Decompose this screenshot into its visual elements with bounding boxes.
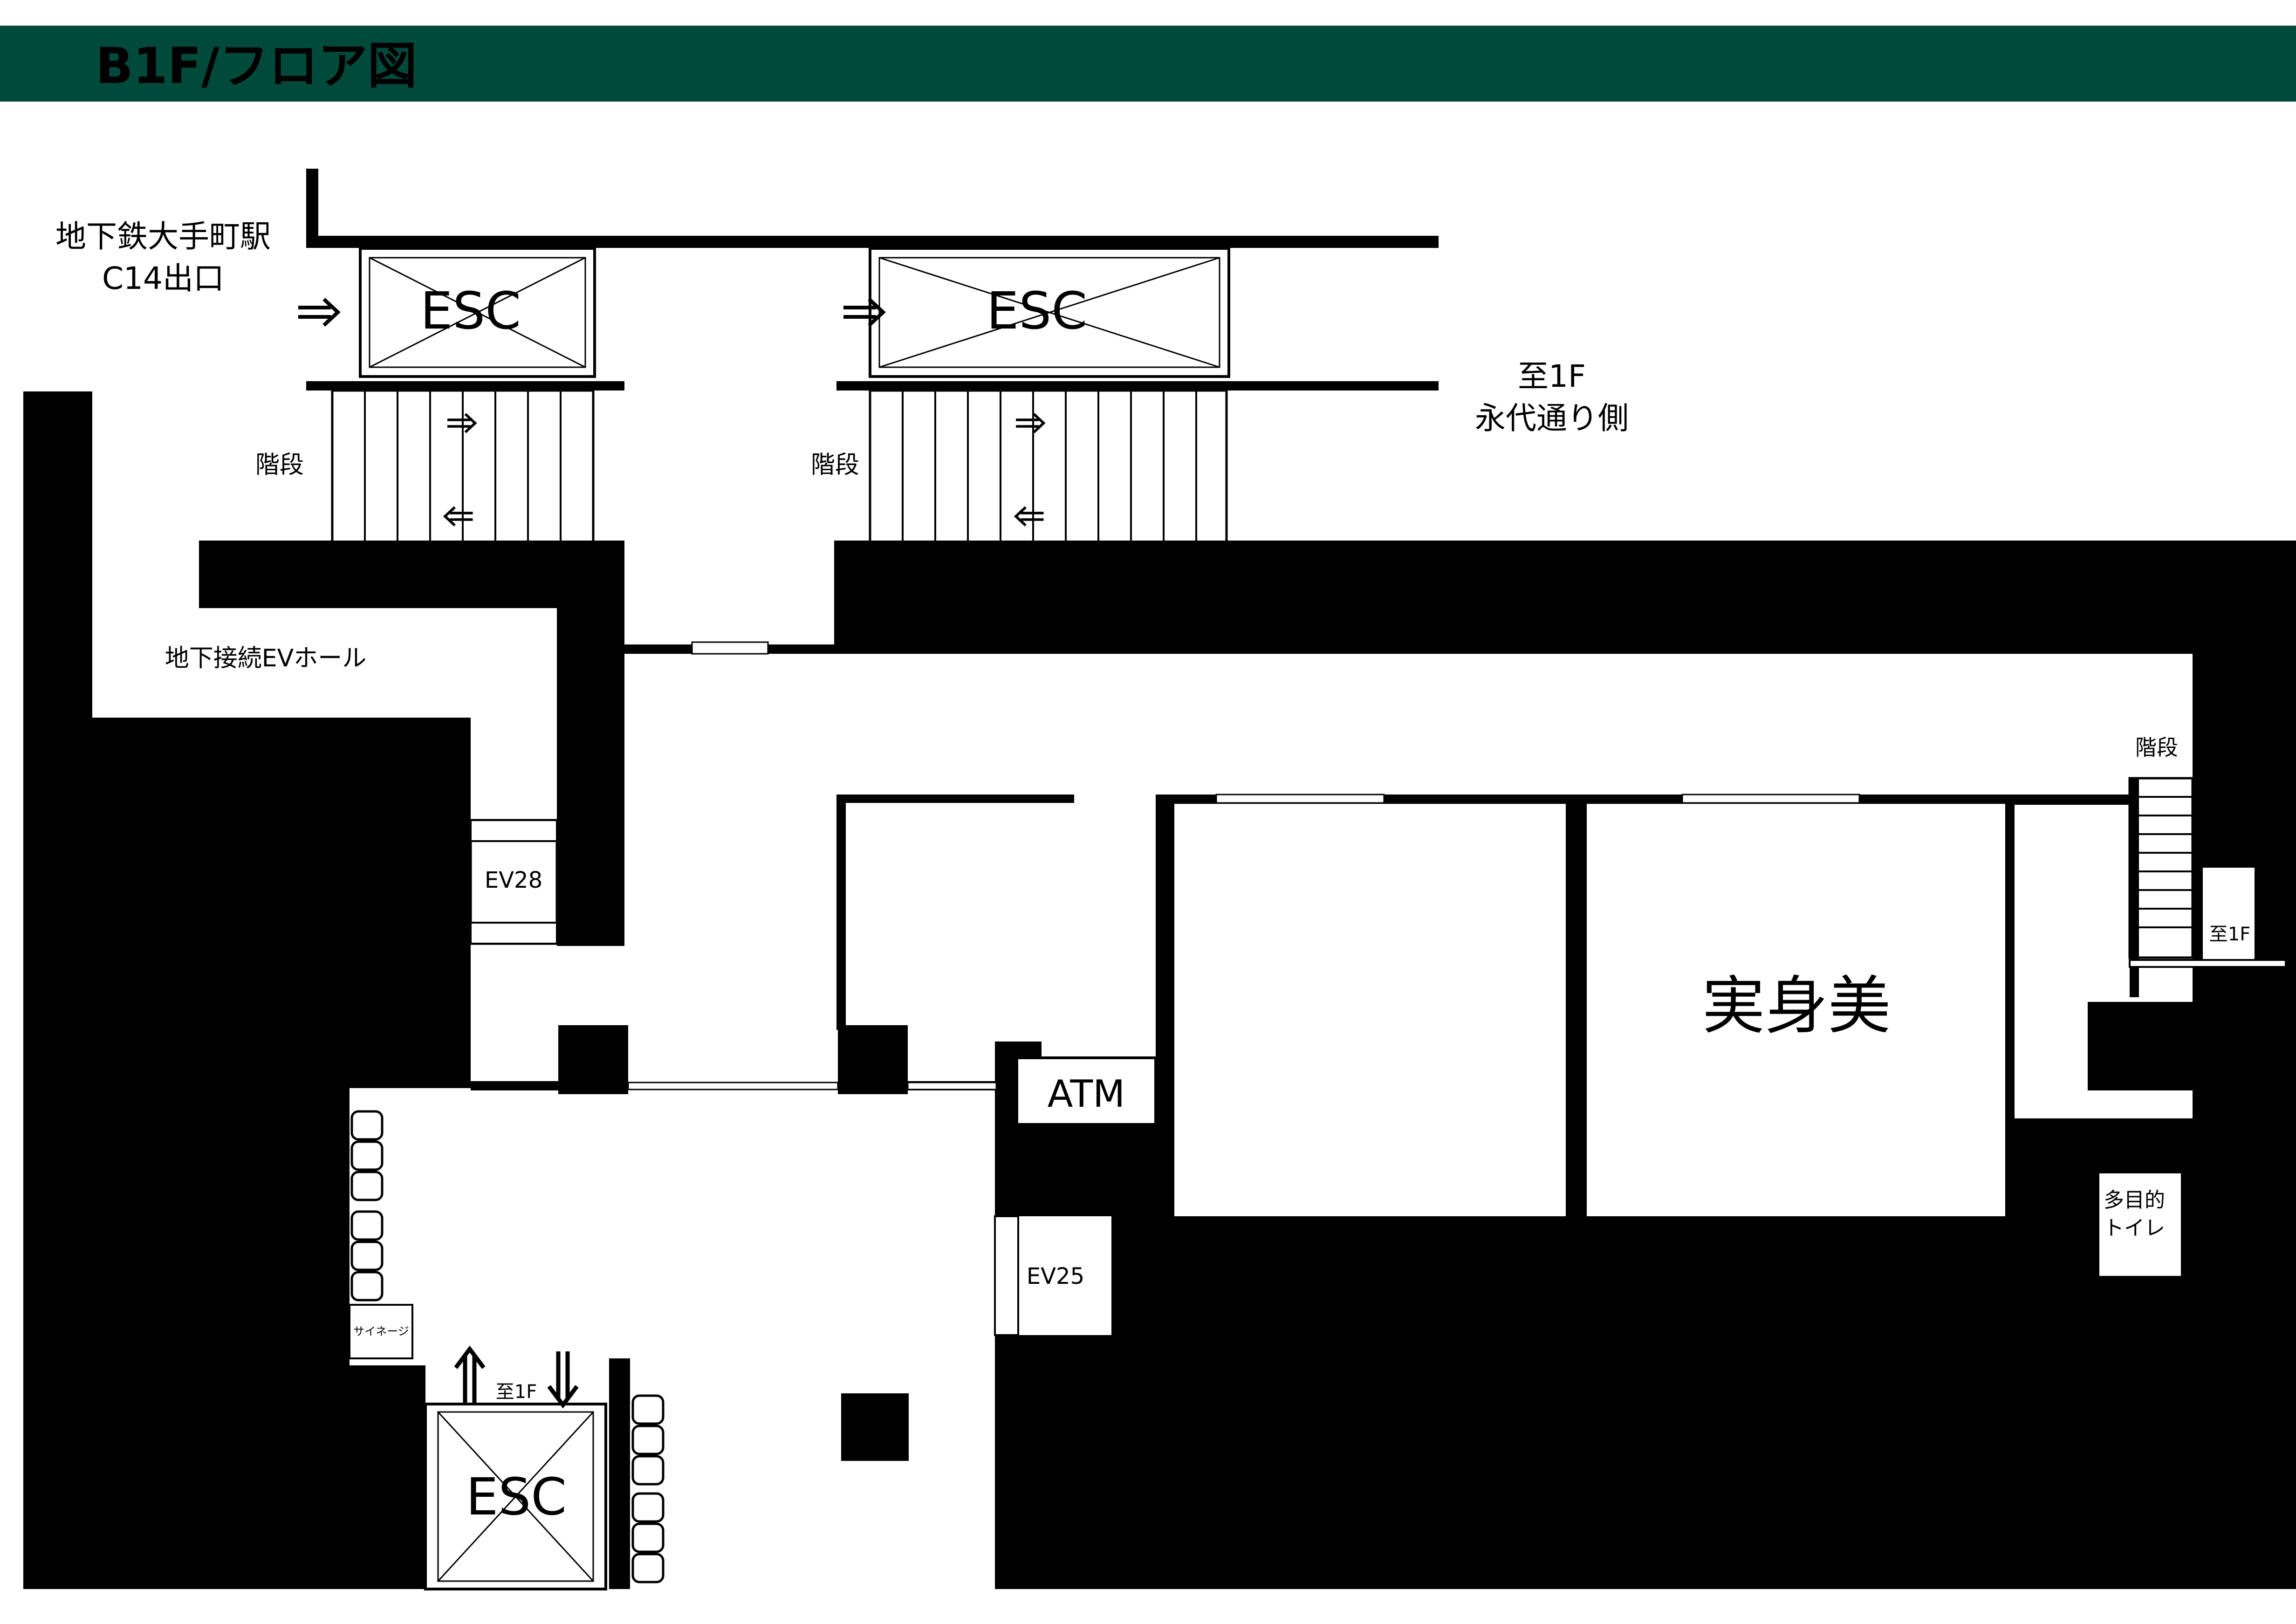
escalator-2 [869, 247, 1230, 378]
stairs-3 [2128, 777, 2287, 997]
ev25-box [994, 1215, 1111, 1336]
stairs-1 [331, 389, 595, 543]
room-left [1174, 804, 1566, 1216]
shop-room [1587, 804, 2005, 1216]
up-double-arrow-icon [454, 1345, 486, 1403]
ev28-label: EV28 [485, 867, 542, 893]
right-double-arrow-icon [298, 299, 338, 325]
esc-label-2: ESC [987, 281, 1087, 341]
signage-box [349, 1304, 413, 1359]
shop-name: 実身美 [1702, 969, 1891, 1042]
multi-toilet-box [2099, 1173, 2181, 1276]
ev25-label: EV25 [1027, 1263, 1084, 1289]
esc-label-1: ESC [420, 281, 521, 341]
to-1f-esc-label: 至1F [496, 1381, 537, 1403]
escalator-3 [424, 1403, 607, 1590]
stairs-label-2: 階段 [811, 451, 859, 479]
womens-toilet-label: 女子トイレ [2125, 1300, 2227, 1324]
atm-box [1015, 1056, 1157, 1126]
escalator-1 [359, 247, 596, 378]
stairs-label-1: 階段 [255, 451, 304, 479]
mens-toilet-label: 男子トイレ [2125, 1125, 2227, 1149]
door-gaps [627, 641, 1860, 1090]
subway-label: 地下鉄大手町駅 [55, 219, 271, 254]
lockers-right [631, 1394, 665, 1583]
stairs-label-3: 階段 [2135, 735, 2178, 760]
stairs-2 [869, 389, 1228, 543]
multi-toilet-label: 多目的 [2104, 1188, 2165, 1212]
ev28-box [469, 819, 558, 945]
to-1f-small-label: 至1F [2209, 924, 2250, 945]
ev-hall-label: 地下接続EVホール [165, 644, 366, 672]
header-bar [0, 26, 2296, 102]
esc-label-3: ESC [466, 1467, 567, 1527]
down-double-arrow-icon [547, 1351, 579, 1409]
to-1f-label: 至1F [1518, 358, 1586, 394]
subway-exit-label: C14出口 [102, 260, 224, 296]
signage-label: サイネージ [353, 1325, 409, 1338]
atm-label: ATM [1048, 1072, 1125, 1116]
page-title: B1F/フロア図 [96, 37, 417, 95]
multi-toilet-label-2: トイレ [2104, 1216, 2165, 1240]
lockers-left [350, 1110, 384, 1302]
subway-corridor [306, 169, 1439, 391]
to-1f-street-label: 永代通り側 [1475, 400, 1629, 436]
